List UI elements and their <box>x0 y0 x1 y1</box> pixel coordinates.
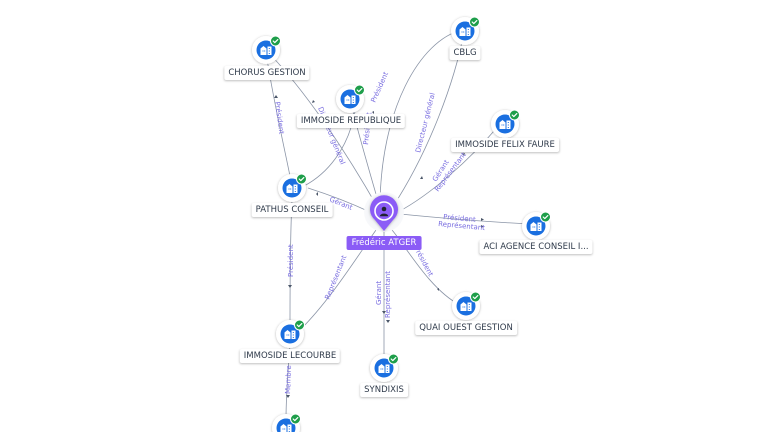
arrow-pathus-lecourbe <box>288 285 292 288</box>
edge-label-lecourbe-membre: Membre <box>284 365 293 394</box>
arrow-lecourbe-membre <box>286 395 290 398</box>
arrow-aci-rep <box>481 225 484 228</box>
company-label-quai[interactable]: QUAI OUEST GESTION <box>415 321 517 335</box>
verified-check-icon <box>296 173 307 185</box>
company-node-syndixis[interactable] <box>370 353 399 382</box>
edge-label-pathus-lecourbe: Président <box>287 244 295 277</box>
company-node-aci[interactable] <box>522 211 551 240</box>
edge-label-cblg-pres: Président <box>370 70 391 103</box>
edge-arrows <box>274 95 484 398</box>
edge-aci-person <box>399 213 531 225</box>
arrow-syndixis-gerant <box>382 311 386 314</box>
edge-label-syndixis-rep: Représentant <box>384 271 392 318</box>
arrow-republique-person <box>372 111 374 114</box>
company-label-chorus[interactable]: CHORUS GESTION <box>224 66 310 80</box>
arrow-felix <box>462 153 465 156</box>
arrow-chorus-person <box>312 100 315 103</box>
verified-check-icon <box>290 413 301 425</box>
company-label-syndixis[interactable]: SYNDIXIS <box>360 383 408 397</box>
edge-label-aci-rep: Représentant <box>438 220 486 232</box>
verified-check-icon <box>270 35 281 47</box>
edge-label-chorus-pathus: Président <box>273 101 286 135</box>
edge-label-syndixis-gerant: Gérant <box>375 281 383 305</box>
edge-quai-person <box>391 229 461 306</box>
person-name-label[interactable]: Frédéric ATGER <box>346 236 422 250</box>
edge-cblg-person-pres <box>379 29 463 209</box>
person-icon <box>379 206 389 217</box>
edge-label-republique-pres: Président <box>362 112 373 146</box>
company-node-cblg[interactable] <box>451 16 480 45</box>
company-label-aci[interactable]: ACI AGENCE CONSEIL I... <box>479 240 593 254</box>
company-node-bottom[interactable] <box>272 413 301 432</box>
person-node[interactable] <box>364 192 404 232</box>
company-label-pathus[interactable]: PATHUS CONSEIL <box>251 203 333 217</box>
arrow-quai <box>437 288 439 291</box>
verified-check-icon <box>470 291 481 303</box>
company-node-republique[interactable] <box>336 84 365 113</box>
arrow-syndixis-rep <box>386 320 390 323</box>
verified-check-icon <box>540 211 551 223</box>
company-node-chorus[interactable] <box>252 35 281 64</box>
company-label-cblg[interactable]: CBLG <box>449 46 481 60</box>
verified-check-icon <box>354 84 365 96</box>
arrow-chorus-pathus <box>274 95 278 98</box>
arrow-pathus-person <box>316 192 318 196</box>
verified-check-icon <box>388 353 399 365</box>
verified-check-icon <box>469 16 480 28</box>
edge-label-cblg-dg: Directeur général <box>414 92 437 154</box>
edge-label-lecourbe-rep: Représentant <box>323 254 348 301</box>
arrow-aci-pres <box>481 218 484 221</box>
company-node-felix[interactable] <box>491 109 520 138</box>
company-label-republique[interactable]: IMMOSIDE REPUBLIQUE <box>296 114 406 128</box>
verified-check-icon <box>294 319 305 331</box>
company-node-pathus[interactable] <box>278 173 307 202</box>
edge-felix-person <box>397 123 501 213</box>
company-label-lecourbe[interactable]: IMMOSIDE LECOURBE <box>239 349 341 363</box>
company-node-lecourbe[interactable] <box>276 319 305 348</box>
verified-check-icon <box>509 109 520 121</box>
arrow-cblg-dg <box>420 176 423 179</box>
person-pin-ring <box>374 201 394 221</box>
company-node-quai[interactable] <box>452 291 481 320</box>
company-label-felix[interactable]: IMMOSIDE FELIX FAURE <box>451 138 559 152</box>
edge-label-aci-pres: Président <box>443 213 476 224</box>
